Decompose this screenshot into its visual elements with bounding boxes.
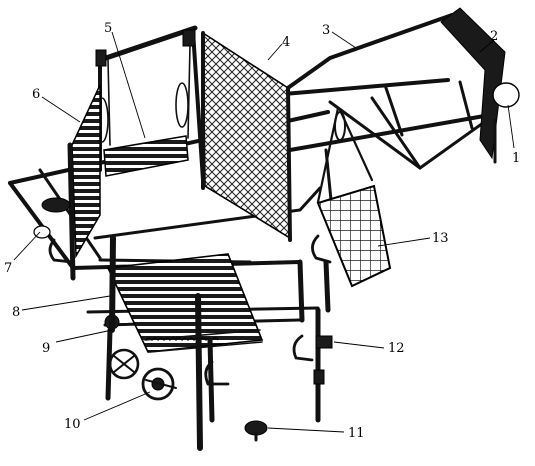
lying-platform (106, 253, 264, 353)
side-net-panel (67, 84, 101, 281)
label-12: 12 (388, 341, 405, 356)
swing-seat (103, 135, 189, 177)
label-3: 3 (322, 23, 330, 38)
label-13: 13 (432, 231, 449, 246)
label-1: 1 (512, 151, 520, 166)
label-9: 9 (42, 341, 50, 356)
u-handles (48, 234, 332, 386)
headboard-panel (440, 7, 506, 164)
side-cap (33, 197, 71, 239)
leader-lines (13, 31, 515, 433)
label-6: 6 (32, 87, 40, 102)
label-2: 2 (490, 29, 498, 44)
label-5: 5 (104, 21, 112, 36)
label-7: 7 (4, 261, 12, 276)
wheels (108, 348, 177, 401)
label-11: 11 (348, 426, 365, 441)
floor-knob (244, 420, 268, 442)
inclined-frame (270, 13, 492, 212)
label-4: 4 (282, 35, 290, 50)
actuator (315, 335, 333, 349)
label-8: 8 (12, 305, 20, 320)
legs (105, 235, 331, 451)
label-10: 10 (64, 417, 81, 432)
hanging-basket (316, 106, 392, 288)
climbing-net (201, 31, 292, 242)
head-wheel (492, 82, 520, 108)
part-labels: 1 2 3 4 5 6 7 8 9 10 11 12 13 (4, 21, 520, 441)
